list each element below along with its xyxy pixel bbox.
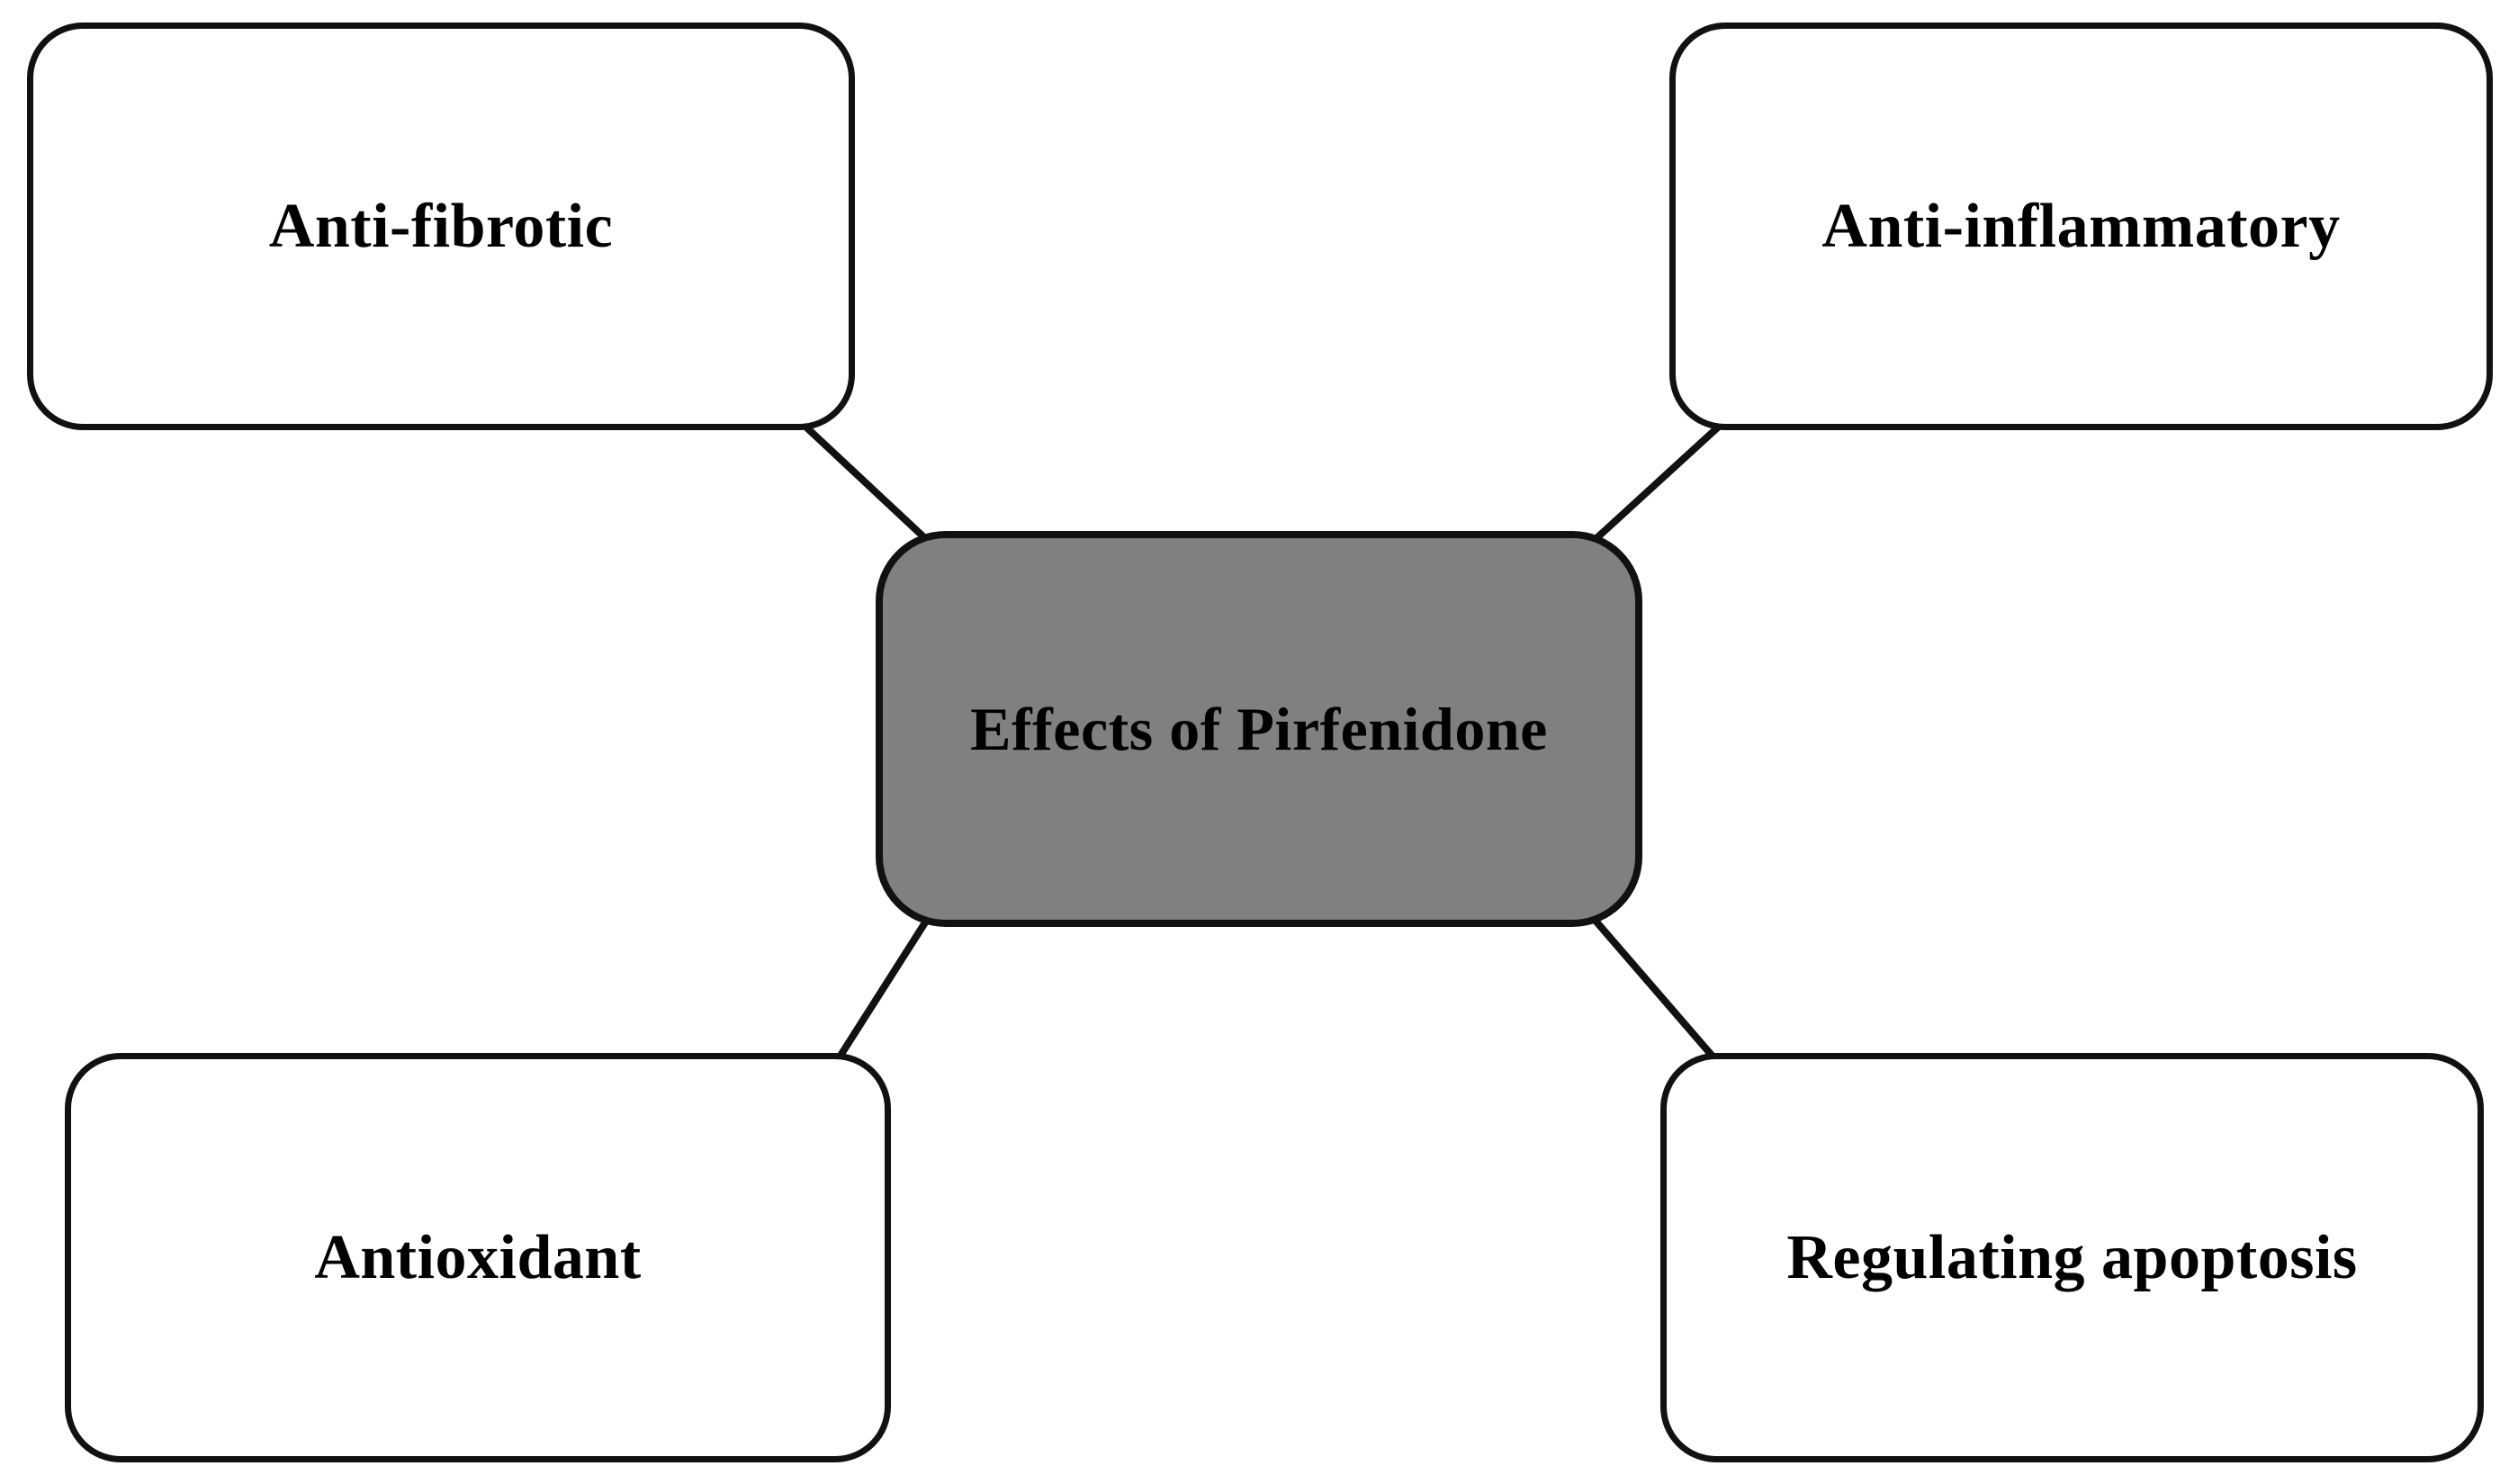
node-center-effects-of-pirfenidone[interactable]: Effects of Pirfenidone: [876, 531, 1642, 927]
node-anti-fibrotic[interactable]: Anti-fibrotic: [27, 22, 855, 430]
node-regulating-apoptosis[interactable]: Regulating apoptosis: [1660, 1053, 2484, 1462]
connector-antioxidant-to-center: [835, 916, 931, 1062]
connector-anti-fibrotic-to-center: [800, 421, 931, 544]
connector-regulating-apoptosis-to-center: [1591, 916, 1718, 1062]
node-label-regulating-apoptosis: Regulating apoptosis: [1786, 1223, 2358, 1292]
node-label-anti-inflammatory: Anti-inflammatory: [1821, 192, 2341, 261]
node-label-anti-fibrotic: Anti-fibrotic: [268, 192, 614, 261]
connector-anti-inflammatory-to-center: [1591, 421, 1724, 544]
node-anti-inflammatory[interactable]: Anti-inflammatory: [1669, 22, 2493, 430]
node-label-center: Effects of Pirfenidone: [970, 694, 1548, 763]
node-label-antioxidant: Antioxidant: [314, 1223, 642, 1292]
node-antioxidant[interactable]: Antioxidant: [65, 1053, 891, 1462]
